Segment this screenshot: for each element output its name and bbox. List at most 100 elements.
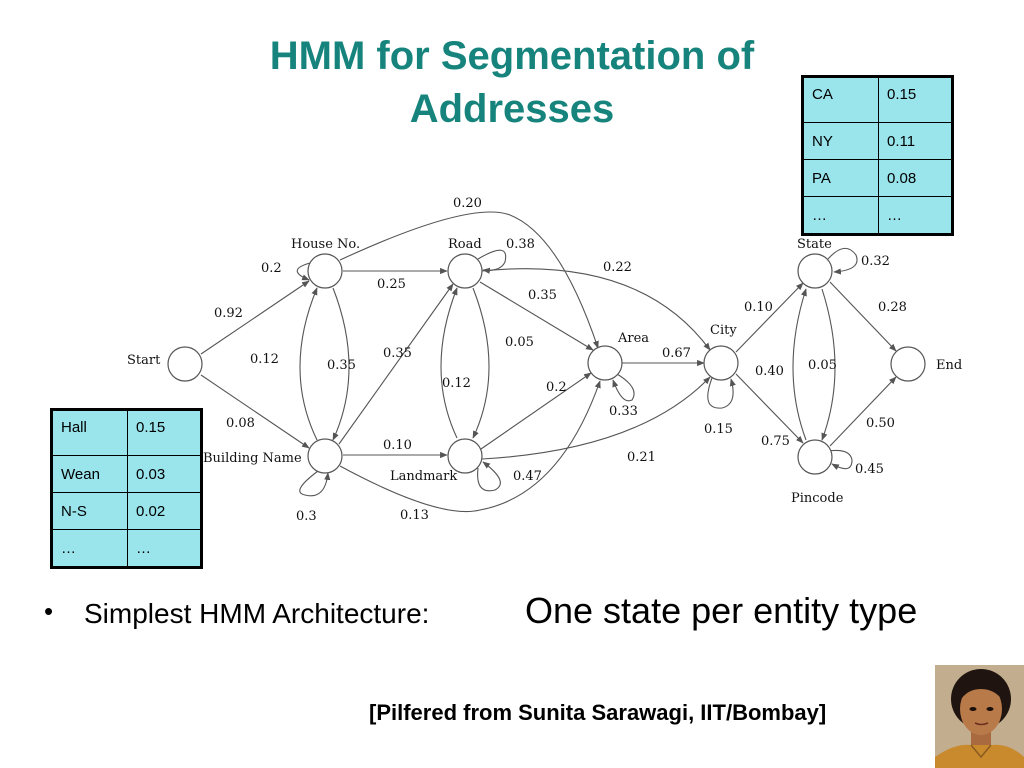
state-emission-table: CA 0.15 NY 0.11 PA 0.08 … … <box>801 75 954 236</box>
table-cell: … <box>127 529 202 568</box>
self-loop-road <box>477 249 507 274</box>
edge-state-end <box>829 281 897 352</box>
table-row: N-S 0.02 <box>51 492 202 530</box>
node-label-house: House No. <box>291 237 360 252</box>
prob-label: 0.22 <box>603 260 632 275</box>
self-loop-city <box>707 377 736 409</box>
self-loop-pincode <box>827 449 853 471</box>
node-start <box>167 346 203 382</box>
prob-label: 0.33 <box>609 404 638 419</box>
prob-label: 0.2 <box>546 380 567 395</box>
edge-building-road <box>338 283 454 445</box>
node-label-area: Area <box>617 331 649 346</box>
bullet-marker: • <box>44 596 54 626</box>
prob-label: 0.35 <box>528 288 557 303</box>
prob-label: 0.13 <box>400 508 429 523</box>
edge-road-area <box>479 281 594 351</box>
prob-label: 0.35 <box>383 346 412 361</box>
prob-label: 0.50 <box>866 416 895 431</box>
prob-label: 0.12 <box>442 376 471 391</box>
edge-house-building <box>332 287 350 441</box>
edge-pincode-end <box>829 376 897 447</box>
node-label-building: Building Name <box>203 451 302 466</box>
node-label-road: Road <box>448 237 482 252</box>
edge-pincode-state <box>792 288 807 441</box>
edge-start-house <box>200 280 310 355</box>
edge-road-landmark <box>472 287 490 439</box>
bullet-tail-text: One state per entity type <box>525 590 918 631</box>
edge-landmark-area <box>480 372 592 450</box>
credit-line: [Pilfered from Sunita Sarawagi, IIT/Bomb… <box>369 700 827 725</box>
edge-road-city <box>481 268 711 351</box>
node-label-state: State <box>797 237 832 252</box>
prob-label: 0.38 <box>506 237 535 252</box>
edge-state-pincode <box>821 288 836 441</box>
node-city <box>703 345 739 381</box>
node-landmark <box>447 438 483 474</box>
table-cell: 0.02 <box>127 492 202 530</box>
edge-landmark-road <box>440 287 458 439</box>
edges <box>200 211 897 513</box>
edge-house-area <box>339 211 599 349</box>
table-cell: N-S <box>51 492 128 530</box>
nodes <box>167 253 926 475</box>
table-cell: … <box>51 529 128 568</box>
edge-city-state <box>735 282 804 353</box>
node-label-pincode: Pincode <box>791 491 844 506</box>
prob-label: 0.75 <box>761 434 790 449</box>
prob-label: 0.32 <box>861 254 890 269</box>
prob-label: 0.25 <box>377 277 406 292</box>
self-loop-building <box>299 470 331 497</box>
prob-label: 0.92 <box>214 306 243 321</box>
prob-label: 0.47 <box>513 469 542 484</box>
node-label-city: City <box>710 323 737 338</box>
edge-building-house <box>299 287 318 441</box>
table-row: Hall 0.15 <box>51 409 202 456</box>
table-row: Wean 0.03 <box>51 455 202 493</box>
node-pincode <box>797 439 833 475</box>
prob-label: 0.08 <box>226 416 255 431</box>
table-cell: 0.15 <box>878 76 953 123</box>
probability-labels: 0.92 0.08 0.2 0.25 0.20 0.35 0.12 0.3 0.… <box>214 196 907 524</box>
edge-building-area <box>339 380 601 513</box>
self-loop-landmark <box>477 461 501 492</box>
table-cell: … <box>878 196 953 235</box>
table-row: PA 0.08 <box>802 159 953 197</box>
prob-label: 0.20 <box>453 196 482 211</box>
node-labels: Start House No. Road Building Name Landm… <box>127 237 962 506</box>
table-cell: 0.15 <box>127 409 202 456</box>
table-row: … … <box>51 529 202 568</box>
node-end <box>890 346 926 382</box>
node-area <box>587 345 623 381</box>
prob-label: 0.10 <box>744 300 773 315</box>
prob-label: 0.05 <box>808 358 837 373</box>
building-emission-table: Hall 0.15 Wean 0.03 N-S 0.02 … … <box>50 408 203 569</box>
self-loop-house <box>296 262 311 281</box>
node-state <box>797 253 833 289</box>
self-loop-area <box>612 373 635 402</box>
table-cell: 0.11 <box>878 122 953 160</box>
portrait-image <box>935 665 1024 768</box>
prob-label: 0.05 <box>505 335 534 350</box>
edge-landmark-city <box>481 376 711 460</box>
node-building <box>307 438 343 474</box>
edge-city-pincode <box>735 373 804 444</box>
prob-label: 0.2 <box>261 261 282 276</box>
bullet-lead-text: Simplest HMM Architecture: <box>84 598 430 629</box>
prob-label: 0.3 <box>296 509 317 524</box>
edge-start-building <box>200 374 310 449</box>
table-cell: Hall <box>51 409 128 456</box>
table-row: … … <box>802 196 953 235</box>
table-row: NY 0.11 <box>802 122 953 160</box>
prob-label: 0.12 <box>250 352 279 367</box>
node-label-end: End <box>936 358 962 373</box>
node-house <box>307 253 343 289</box>
prob-label: 0.40 <box>755 364 784 379</box>
self-loop-state <box>827 247 858 275</box>
node-label-start: Start <box>127 353 161 368</box>
table-cell: Wean <box>51 455 128 493</box>
table-cell: PA <box>802 159 879 197</box>
prob-label: 0.28 <box>878 300 907 315</box>
prob-label: 0.45 <box>855 462 884 477</box>
prob-label: 0.67 <box>662 346 691 361</box>
